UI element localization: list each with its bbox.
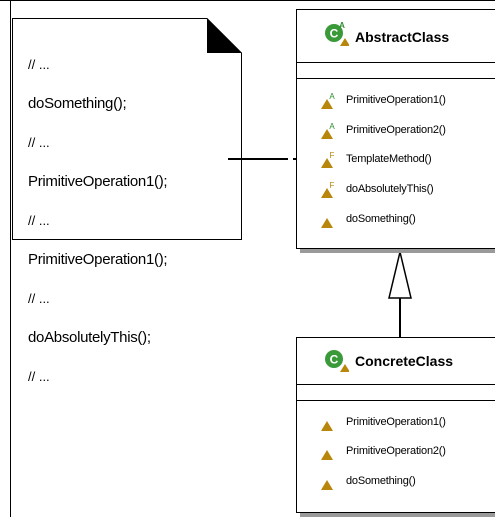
note-line: PrimitiveOperation1();	[28, 173, 168, 190]
operation-label: doSomething()	[346, 475, 416, 487]
note-line: PrimitiveOperation1();	[28, 251, 168, 268]
class-header: C A AbstractClass	[297, 10, 495, 63]
svg-text:F: F	[330, 181, 335, 190]
svg-text:C: C	[330, 27, 339, 41]
abstract-method-icon: A	[321, 122, 335, 139]
attributes-section	[297, 385, 495, 401]
operation-label: PrimitiveOperation2()	[346, 124, 446, 136]
note-line: // ...	[28, 369, 50, 384]
note-line: doSomething();	[28, 95, 127, 112]
note-box[interactable]: // ... doSomething(); // ... PrimitiveOp…	[12, 18, 242, 383]
abstract-class-box[interactable]: C A AbstractClass A PrimitiveOperation1(…	[296, 9, 495, 249]
method-icon	[321, 218, 333, 228]
method-icon	[321, 480, 333, 490]
operation-label: doSomething()	[346, 213, 416, 225]
concrete-class-box[interactable]: C ConcreteClass PrimitiveOperation1() Pr…	[296, 337, 495, 513]
operation-label: TemplateMethod()	[346, 153, 432, 165]
note-line: // ...	[28, 291, 50, 306]
svg-text:F: F	[330, 151, 335, 160]
note-line: // ...	[28, 57, 50, 72]
abstract-method-icon: A	[321, 92, 335, 109]
svg-text:A: A	[329, 122, 335, 131]
note-line: doAbsolutelyThis();	[28, 329, 151, 346]
operation-label: PrimitiveOperation1()	[346, 416, 446, 428]
method-icon	[321, 421, 333, 431]
diagram-top-border	[0, 0, 495, 1]
abstract-class-icon: C A	[325, 21, 349, 46]
operation-label: doAbsolutelyThis()	[346, 183, 434, 195]
note-text: // ... doSomething(); // ... PrimitiveOp…	[28, 32, 168, 409]
attributes-section	[297, 63, 495, 79]
method-icon	[321, 450, 333, 460]
svg-text:A: A	[329, 92, 335, 101]
final-method-icon: F	[321, 181, 335, 198]
class-name: AbstractClass	[355, 29, 450, 45]
diagram-left-border	[10, 0, 11, 517]
note-line: // ...	[28, 135, 50, 150]
generalization-arrow[interactable]	[388, 251, 412, 338]
class-name: ConcreteClass	[355, 353, 454, 369]
operation-label: PrimitiveOperation1()	[346, 94, 446, 106]
concrete-class-icon: C	[325, 350, 349, 372]
class-header: C ConcreteClass	[297, 338, 495, 385]
svg-text:C: C	[330, 353, 339, 367]
note-line: // ...	[28, 213, 50, 228]
note-shape	[12, 18, 242, 240]
operation-label: PrimitiveOperation2()	[346, 445, 446, 457]
svg-text:A: A	[339, 21, 345, 30]
final-method-icon: F	[321, 151, 335, 168]
